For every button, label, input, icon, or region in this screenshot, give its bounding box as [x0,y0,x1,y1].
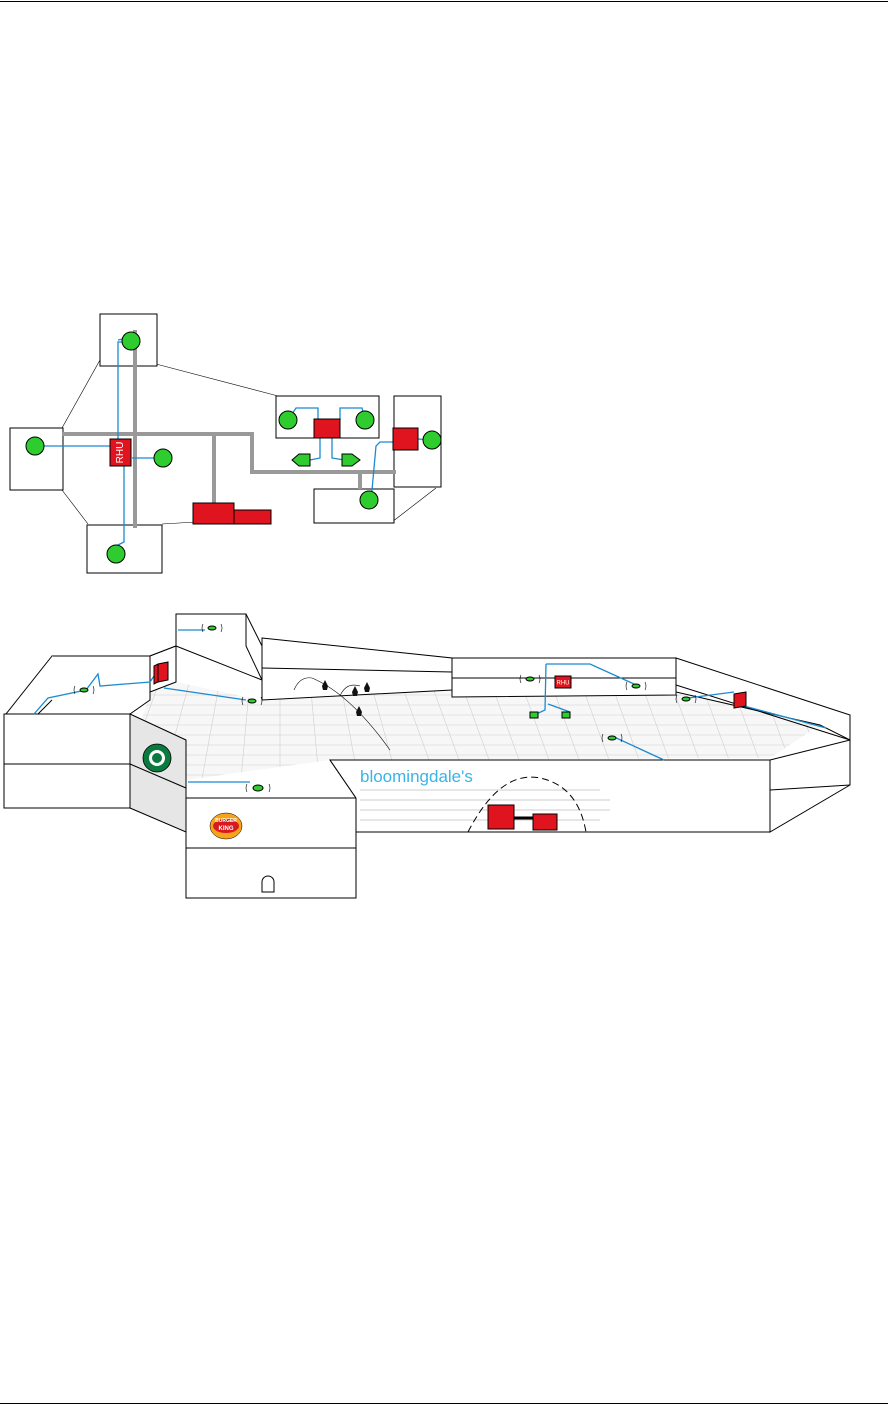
directional-antenna-icon [292,454,310,466]
antenna-icon [423,431,441,449]
directional-antenna-icon [342,454,360,466]
bloomingdales-sign: bloomingdale's [360,767,473,786]
remote-hub-unit-icon [154,662,168,684]
page-bottom-rule [0,1403,888,1404]
remote-hub-unit-icon: RHU [555,676,571,688]
directional-antenna-icon [562,712,570,718]
antenna-icon [360,491,378,509]
wireless-antenna-icon [246,784,270,792]
floorplan-diagram: RHU [0,300,460,590]
antenna-icon [26,437,44,455]
wall-panel [4,714,130,808]
main-unit-icon [193,503,234,524]
unit-icon [393,428,418,450]
mall-rhu-label: RHU [557,681,570,687]
page-top-rule [0,1,888,2]
main-unit-icon [488,805,514,829]
antenna-icon [122,332,140,350]
antenna-icon [356,411,374,429]
burger-king-text-bottom: KING [219,826,234,832]
directional-antenna-icon [530,712,538,718]
antenna-icon [154,449,172,467]
mall-3d-diagram: BURGER KING bloomingdale's [0,600,888,900]
antenna-icon [279,411,297,429]
antenna-icon [107,545,125,563]
room-box [314,489,394,523]
burger-king-text-top: BURGER [215,818,237,824]
starbucks-logo-icon [143,744,171,772]
main-unit-icon [533,814,557,830]
door-icon [262,876,274,892]
burger-king-logo-icon: BURGER KING [210,813,242,839]
remote-hub-unit-icon [734,692,746,708]
rhu-label: RHU [115,442,126,464]
main-unit-icon [234,510,271,524]
unit-icon [314,419,340,438]
